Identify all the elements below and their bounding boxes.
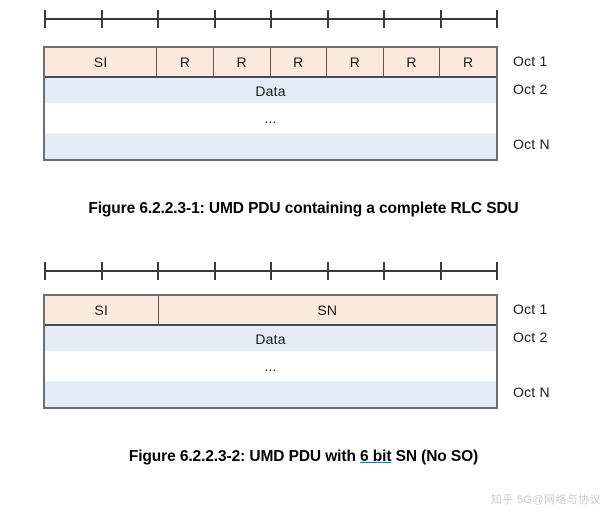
octet-label-2: Oct 2	[513, 329, 548, 345]
ruler-tick	[157, 262, 159, 280]
figure-2-caption-prefix: Figure 6.2.2.3-2: UMD PDU with	[128, 448, 361, 465]
ruler-tick	[326, 10, 329, 28]
figure-2-block: SI SN Data ... Oct 1 Oct 2 Oct N Figure …	[0, 250, 607, 480]
bit-ruler-1	[44, 10, 498, 28]
pdu-data-row: Data	[45, 78, 496, 103]
ruler-tick	[213, 10, 216, 28]
ruler-tick	[439, 10, 442, 28]
field-si: SI	[93, 54, 108, 70]
figure-1-caption-text: Figure 6.2.2.3-1: UMD PDU containing a c…	[88, 200, 519, 217]
pdu-last-row	[45, 381, 496, 407]
field-r-3: R	[269, 48, 327, 76]
figure-1-block: SI R R R R R R Data ... Oct 1 Oct 2 Oct …	[0, 0, 607, 240]
octet-label-1: Oct 1	[513, 301, 548, 317]
field-r-6: R	[439, 48, 496, 76]
ruler-tick	[44, 262, 46, 280]
ruler-tick	[326, 262, 329, 280]
octet-label-1: Oct 1	[513, 53, 548, 69]
ruler-tick	[383, 10, 385, 28]
field-r-2: R	[212, 48, 270, 76]
umd-pdu-table-complete-sdu: SI R R R R R R Data ...	[43, 46, 498, 161]
octet-label-n: Oct N	[513, 384, 550, 400]
field-ellipsis: ...	[264, 358, 277, 374]
pdu-ellipsis-row: ...	[45, 103, 496, 133]
ruler-tick	[44, 10, 46, 28]
field-data: Data	[255, 330, 286, 347]
figure-2-caption: Figure 6.2.2.3-2: UMD PDU with 6 bit SN …	[0, 448, 607, 466]
field-r-5: R	[382, 48, 440, 76]
ruler-tick	[270, 10, 272, 28]
ruler-tick	[157, 10, 159, 28]
bit-ruler-2	[44, 262, 498, 280]
pdu-header-row: SI R R R R R R	[45, 48, 496, 78]
ruler-tick	[496, 10, 498, 28]
figure-2-caption-suffix: SN (No SO)	[391, 448, 479, 465]
ruler-tick	[270, 262, 272, 280]
field-si: SI	[94, 302, 109, 318]
ruler-tick	[100, 262, 103, 280]
umd-pdu-table-6bit-sn: SI SN Data ...	[43, 294, 498, 409]
ruler-tick	[496, 262, 498, 280]
ruler-tick	[100, 10, 103, 28]
octet-label-2: Oct 2	[513, 81, 548, 97]
field-r-4: R	[326, 48, 383, 76]
pdu-header-row: SI SN	[45, 296, 496, 326]
watermark: 知乎 5G@网络与协议	[490, 494, 601, 506]
field-sn: SN	[157, 296, 497, 324]
octet-label-n: Oct N	[513, 136, 550, 152]
ruler-tick	[383, 262, 385, 280]
pdu-data-row: Data	[45, 326, 496, 351]
figure-1-caption: Figure 6.2.2.3-1: UMD PDU containing a c…	[0, 200, 607, 218]
field-data: Data	[255, 82, 286, 99]
pdu-last-row	[45, 133, 496, 159]
ruler-tick	[213, 262, 216, 280]
field-ellipsis: ...	[264, 110, 277, 126]
ruler-tick	[439, 262, 442, 280]
field-last	[45, 381, 496, 407]
field-r-1: R	[156, 48, 213, 76]
pdu-ellipsis-row: ...	[45, 351, 496, 381]
figure-2-caption-emphasis: 6 bit	[360, 448, 392, 465]
field-last	[45, 133, 496, 159]
